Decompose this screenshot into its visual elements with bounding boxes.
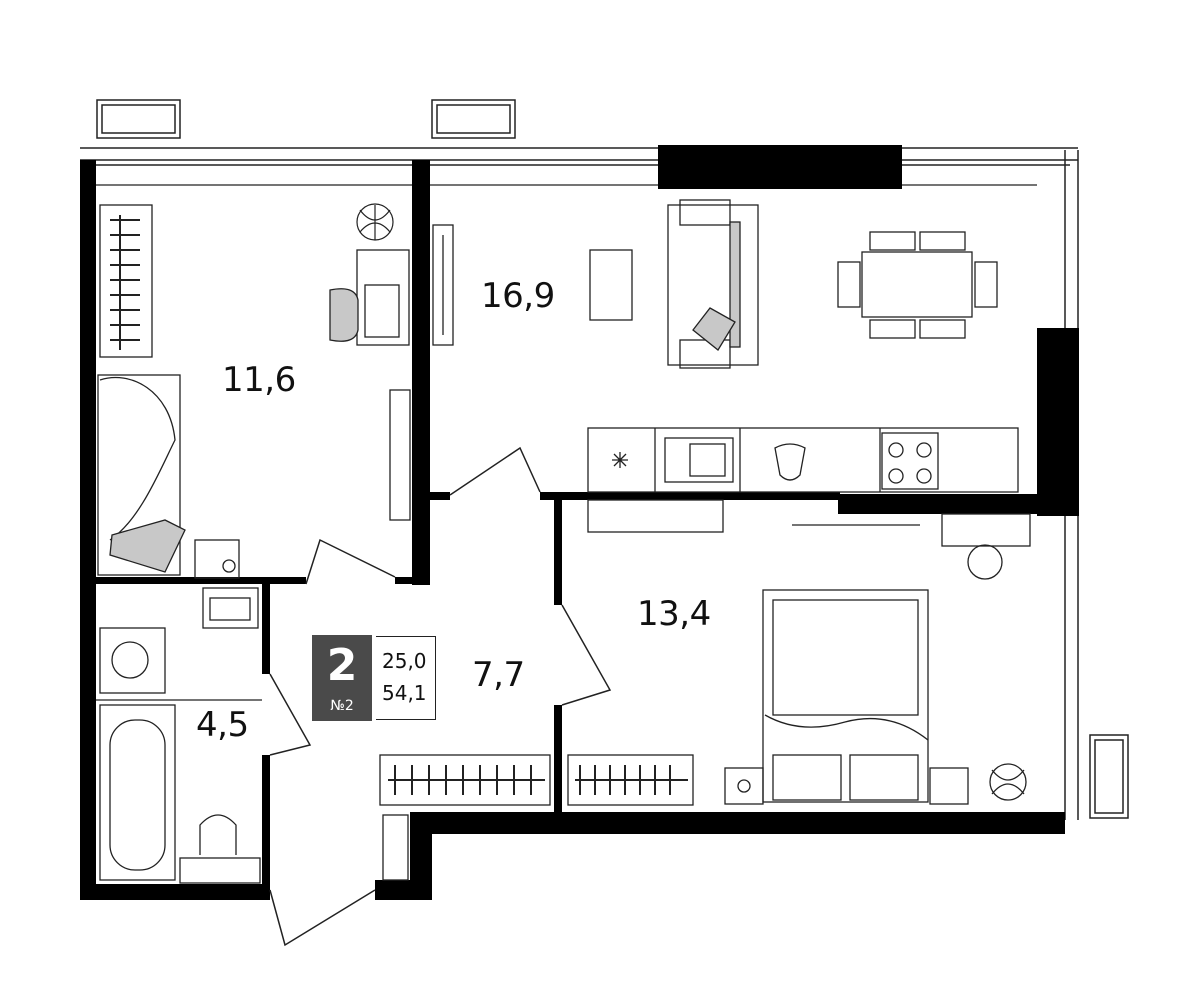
area-bathroom: 4,5 bbox=[196, 705, 249, 745]
bathroom-fixtures bbox=[99, 587, 261, 884]
area-hall: 7,7 bbox=[472, 655, 525, 695]
nightstand bbox=[194, 539, 240, 579]
sink-icon bbox=[202, 587, 259, 629]
plant-icon bbox=[356, 203, 394, 241]
area-bedroom-small: 11,6 bbox=[222, 360, 296, 400]
bathtub-icon bbox=[99, 704, 176, 881]
area-living-kitchen: 16,9 bbox=[481, 276, 555, 316]
shelf bbox=[389, 389, 411, 521]
tv-unit bbox=[432, 224, 454, 346]
chair bbox=[329, 288, 359, 342]
radiator-fins bbox=[110, 215, 140, 350]
electric-panel bbox=[382, 814, 409, 881]
walls bbox=[80, 145, 1079, 900]
bedroom-small-furniture bbox=[97, 203, 411, 579]
area-totals: 25,0 54,1 bbox=[376, 636, 436, 720]
apartment-number: №2 bbox=[330, 698, 354, 714]
radiator bbox=[99, 204, 153, 358]
living-area: 25,0 bbox=[382, 649, 427, 673]
wardrobe bbox=[587, 499, 724, 533]
stove-icon bbox=[881, 432, 939, 490]
sofa-icon bbox=[667, 199, 759, 369]
hall-radiator bbox=[379, 754, 551, 806]
nightstand-right bbox=[929, 767, 969, 805]
living-furniture bbox=[432, 199, 1019, 493]
bedroom-large-furniture bbox=[567, 499, 1031, 806]
washing-machine-icon bbox=[99, 627, 166, 694]
coffee-table bbox=[589, 249, 633, 321]
vanity bbox=[941, 513, 1031, 547]
nightstand-left bbox=[724, 767, 764, 805]
sink-icon bbox=[664, 437, 734, 483]
window-rail-top bbox=[80, 99, 1129, 820]
bed-icon bbox=[762, 589, 929, 803]
dining-table-icon bbox=[837, 231, 998, 339]
doors bbox=[269, 446, 612, 947]
room-count: 2 bbox=[326, 640, 358, 691]
area-bedroom-large: 13,4 bbox=[637, 594, 711, 634]
apartment-badge: 2 №2 bbox=[312, 635, 372, 721]
radiator-bedroom bbox=[567, 754, 694, 806]
partitions bbox=[96, 184, 1037, 701]
toilet-icon bbox=[179, 814, 261, 884]
kitchen-counter bbox=[587, 427, 1019, 493]
hall-furniture bbox=[379, 754, 551, 881]
total-area: 54,1 bbox=[382, 681, 427, 705]
bed-icon bbox=[97, 374, 181, 576]
plant-icon bbox=[989, 763, 1027, 801]
